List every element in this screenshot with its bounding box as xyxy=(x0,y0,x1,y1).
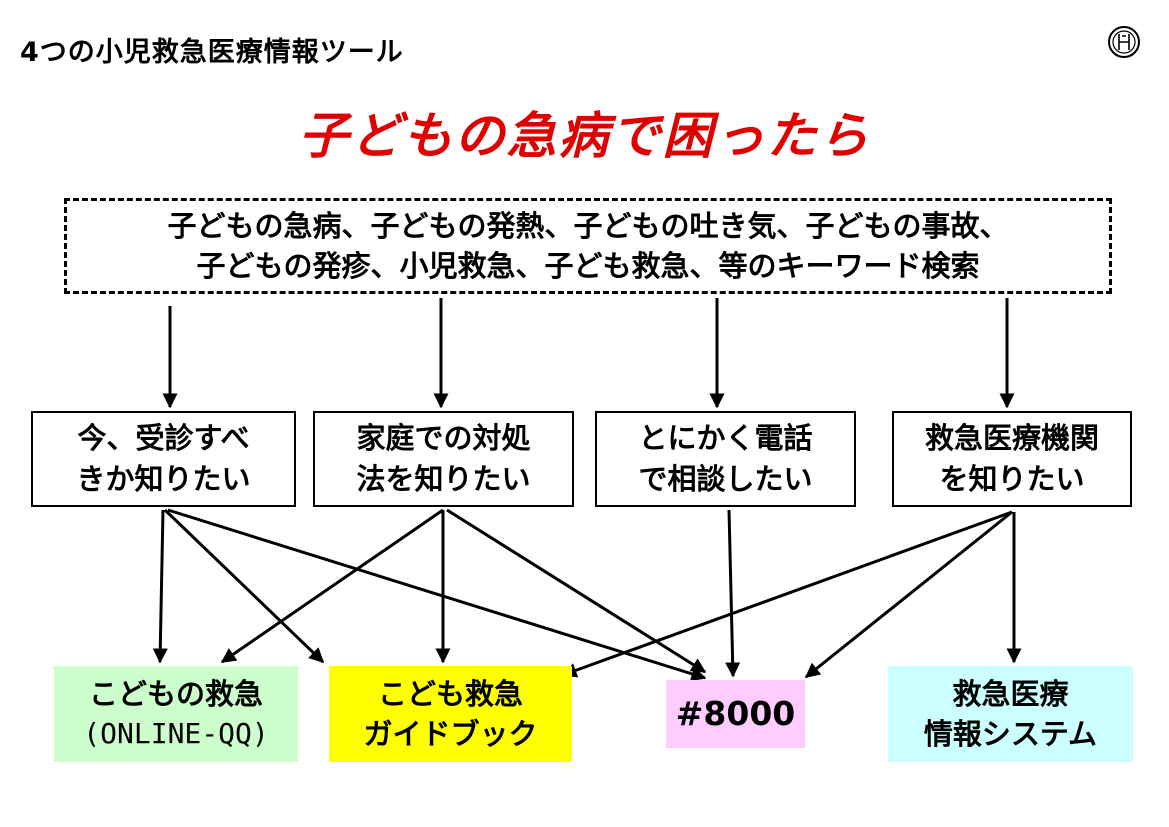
tool-label: こどもの救急 xyxy=(88,677,263,711)
need-label: 今、受診すべ xyxy=(77,421,250,455)
headline: 子どもの急病で困ったら xyxy=(298,107,871,165)
tool-label: (ONLINE-QQ) xyxy=(83,717,269,750)
need-box-when-to-see-doctor: 今、受診すべ きか知りたい xyxy=(31,411,296,507)
need-label: きか知りたい xyxy=(76,462,251,496)
need-box-home-care: 家庭での対処 法を知りたい xyxy=(313,411,574,507)
arrow-need1-to-tool1 xyxy=(152,509,168,664)
arrow-need2-to-tool1 xyxy=(220,508,444,664)
arrow-need2-to-tool3 xyxy=(446,508,707,674)
need-label: で相談したい xyxy=(638,462,813,496)
keyword-search-box: 子どもの急病、子どもの発熱、子どもの吐き気、子どもの事故、 子どもの発疹、小児救… xyxy=(64,198,1112,294)
tool-8000-hotline: #8000 xyxy=(666,680,805,748)
arrow-need1-to-tool3 xyxy=(167,508,707,682)
tool-label: ガイドブック xyxy=(363,717,538,751)
tool-label: #8000 xyxy=(675,694,796,733)
tool-label: 救急医療 xyxy=(952,677,1069,711)
need-label: 法を知りたい xyxy=(356,462,531,496)
tool-emergency-info-system: 救急医療 情報システム xyxy=(888,666,1133,762)
arrow-need4-to-tool2 xyxy=(561,510,1013,678)
tool-label: 情報システム xyxy=(923,717,1098,751)
keyword-line-1: 子どもの急病、子どもの発熱、子どもの吐き気、子どもの事故、 xyxy=(167,209,1009,243)
need-box-phone-consult: とにかく電話 で相談したい xyxy=(595,411,856,507)
need-label: 家庭での対処 xyxy=(356,421,531,455)
circle-emblem-icon xyxy=(1108,26,1140,58)
slide-title: 4つの小児救急医療情報ツール xyxy=(20,37,404,68)
tool-label: こども救急 xyxy=(377,677,523,711)
arrow-need3-to-tool3 xyxy=(725,509,741,678)
need-label: を知りたい xyxy=(939,462,1085,496)
keyword-line-2: 子どもの発疹、小児救急、子ども救急、等のキーワード検索 xyxy=(196,249,980,283)
arrow-need1-to-tool2 xyxy=(163,508,325,664)
arrow-need4-to-tool3 xyxy=(804,510,1013,679)
need-box-find-facility: 救急医療機関 を知りたい xyxy=(892,411,1132,507)
tool-online-qq: こどもの救急 (ONLINE-QQ) xyxy=(54,666,298,762)
need-label: とにかく電話 xyxy=(638,421,813,455)
need-label: 救急医療機関 xyxy=(924,421,1099,455)
tool-guidebook: こども救急 ガイドブック xyxy=(329,666,572,762)
